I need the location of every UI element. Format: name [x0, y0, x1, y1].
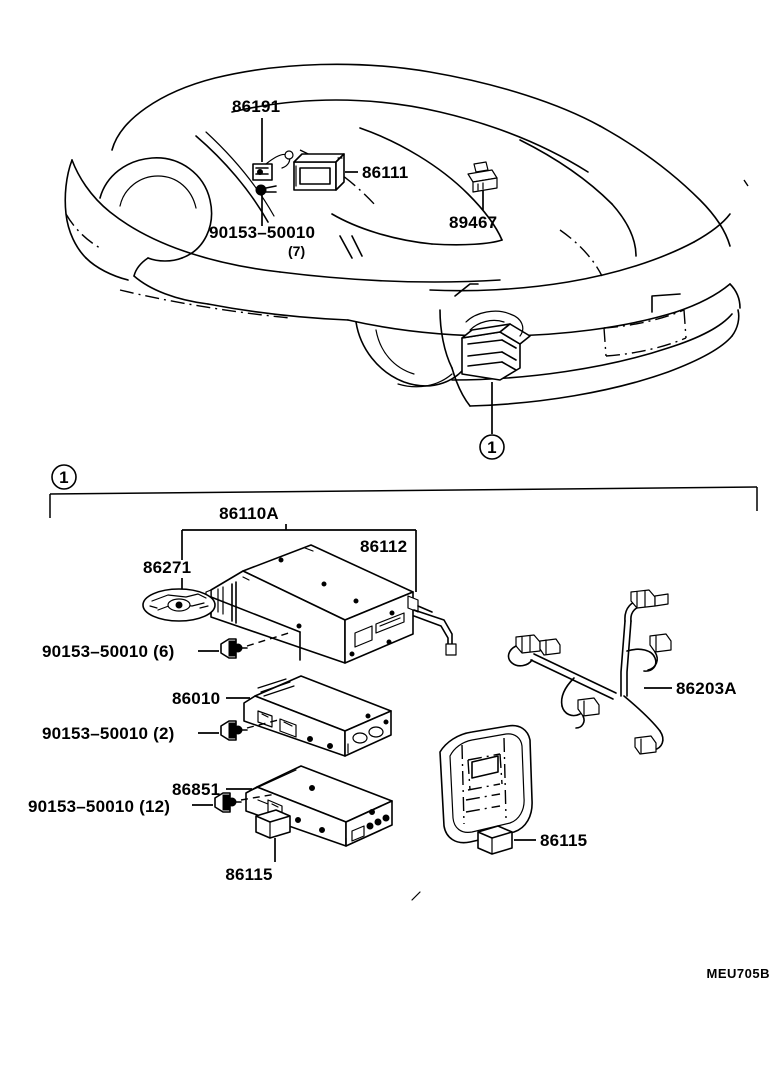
label-89467: 89467 [449, 213, 497, 232]
label-90153-50010-6: 90153–50010 (6) [42, 642, 175, 661]
vehicle-body-illustration: 86191 86111 89467 90153–50010 (7) 1 [64, 63, 749, 460]
part-86115-left-connector [255, 809, 291, 839]
part-90153-50010-6-screw [220, 638, 248, 659]
mounting-bracket-plate [439, 724, 533, 844]
part-89467-component [467, 161, 498, 193]
label-86112: 86112 [360, 537, 407, 556]
part-86851-unit [245, 765, 393, 847]
antenna-lead-86112 [413, 605, 457, 656]
detail-exploded-illustration: 86110A [28, 504, 737, 901]
callout-marker-vehicle: 1 [479, 434, 505, 460]
label-86191: 86191 [232, 97, 280, 116]
part-86010-unit [243, 675, 392, 757]
bracket-86110A [181, 524, 417, 560]
part-86271-disc [142, 588, 216, 622]
label-86851: 86851 [172, 780, 220, 799]
callout-marker-vehicle-number: 1 [487, 438, 497, 457]
label-86111: 86111 [362, 163, 408, 182]
part-86111-component [293, 153, 345, 191]
label-90153-50010-12: 90153–50010 (12) [28, 797, 170, 816]
callout-marker-detail-number: 1 [59, 468, 69, 487]
label-90153-50010-7: 90153–50010 [209, 223, 315, 242]
label-90153-50010-2: 90153–50010 (2) [42, 724, 175, 743]
sheet-code: MEU705B [707, 966, 770, 981]
label-86203A: 86203A [676, 679, 737, 698]
detail-section-bracket: 1 [49, 464, 758, 518]
part-86115-right-connector [477, 825, 513, 855]
label-86110A: 86110A [219, 504, 279, 523]
part-90153-50010-2-screw [220, 720, 248, 741]
rear-amplifier-assembly [461, 310, 531, 381]
label-86115-right: 86115 [540, 831, 587, 850]
part-86191-component [252, 150, 294, 181]
part-90153-50010-7-component [255, 184, 277, 196]
label-86010: 86010 [172, 689, 220, 708]
part-86112-unit [205, 544, 419, 664]
part-86203A-harness [507, 589, 672, 755]
label-86115-left: 86115 [225, 865, 272, 884]
label-86271: 86271 [143, 558, 191, 577]
upper-leaders [261, 118, 493, 434]
part-90153-50010-12-screw [214, 792, 242, 813]
label-90153-50010-7-qty: (7) [288, 243, 305, 259]
callout-marker-detail: 1 [51, 464, 77, 490]
stray-tick [411, 891, 421, 901]
